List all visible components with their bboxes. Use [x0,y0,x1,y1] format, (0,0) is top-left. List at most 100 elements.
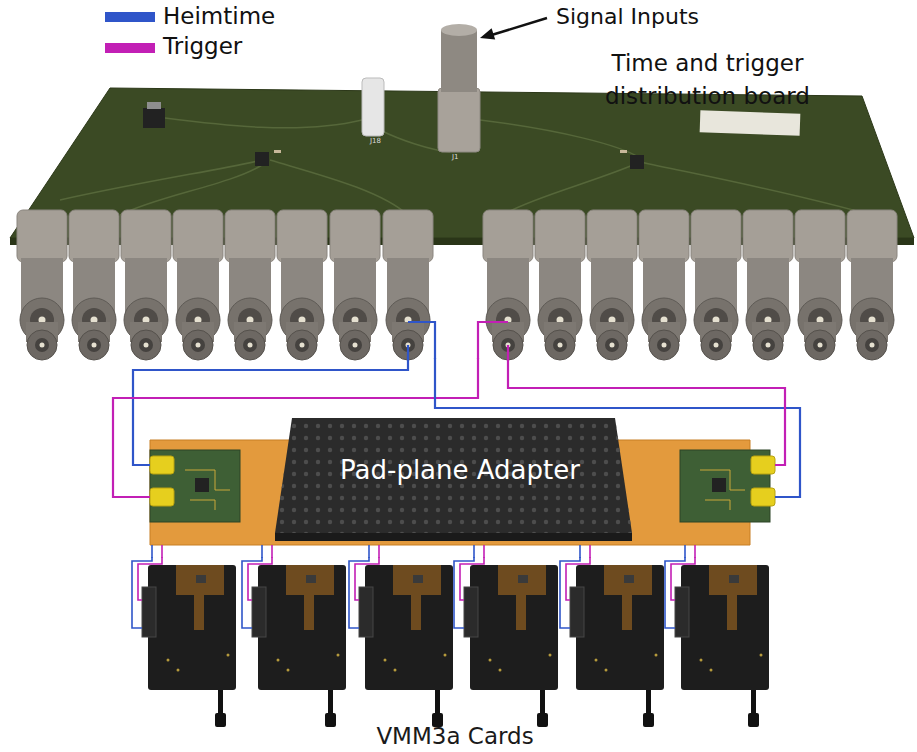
signal-wire [473,545,475,558]
signal-wire [378,545,380,558]
pad-plane-holes [275,418,632,533]
signal-wire [151,545,153,558]
signal-wire [589,545,591,558]
card-wire [460,557,484,600]
bnc-connector [639,210,689,360]
cards-caption: VMM3a Cards [130,722,780,750]
signal-wire [435,358,800,497]
legend-label: Heimtime [163,3,275,31]
signal-wire [113,358,478,497]
vmm-card [142,565,236,727]
pcb-trace [270,160,408,215]
regulator-tab [147,102,161,109]
pcb-trace [165,118,362,128]
bnc-connector [225,210,275,360]
card-wire [349,557,369,628]
signal-wire [161,545,163,558]
signal-wire [579,545,581,558]
bnc-connector [743,210,793,360]
signal-wire [694,545,696,558]
adapter-region: Pad-plane Adapter [150,438,775,545]
card-wire [242,557,262,628]
vmm-card [570,565,664,727]
ic-chip [195,478,209,492]
ic-chip [630,155,644,169]
board-heading: Time and trigger distribution board [580,47,835,113]
legend-label: Trigger [163,33,242,61]
pad-plane-front [275,533,632,541]
sma-connector [751,456,775,474]
sma-connector [751,488,775,506]
header-connector [362,78,384,136]
card-wire [454,557,474,628]
board-region: Time and trigger distribution board [12,45,912,358]
pcb-sticker [700,110,801,135]
pcb-trace [60,160,262,200]
wire-stub [408,322,435,359]
signal-wire [261,545,263,558]
ic-chip [255,152,269,166]
pad-plane-block [275,418,632,533]
part-ref: J18 [370,137,381,145]
signal-wire [508,358,785,465]
board-trace [185,470,230,510]
regulator-chip [143,108,165,128]
sma-connector [150,456,174,474]
adapter-label: Pad-plane Adapter [290,454,630,486]
bnc-connector [69,210,119,360]
signal-wire [133,358,408,465]
input-connector-face [441,24,477,36]
bnc-connector [691,210,741,360]
bnc-connector [173,210,223,360]
card-wire [560,557,580,628]
signal-wire [368,545,370,558]
bnc-connector [277,210,327,360]
bnc-connector [330,210,380,360]
card-wire [132,557,152,628]
smd-resistor [620,150,627,153]
vmm-card [675,565,769,727]
input-connector-body [438,88,480,152]
bnc-connector [383,210,433,360]
card-wire [138,557,162,600]
pcb-trace [508,162,640,212]
callout-label: Signal Inputs [556,4,699,30]
callout-line [490,18,547,36]
bnc-connector [847,210,897,360]
callout-arrowhead [480,28,495,39]
card-wire [248,557,272,600]
vmm-card [359,565,453,727]
smd-resistor [274,150,281,153]
wire-stub [507,345,509,359]
legend-swatch [105,43,155,53]
vmm-card [252,565,346,727]
input-connector-barrel [441,30,477,92]
daughter-board [150,450,240,522]
vmm-card [464,565,558,727]
board-trace [700,470,745,510]
pcb-trace [640,162,860,212]
ic-chip [712,478,726,492]
bnc-connector [587,210,637,360]
pcb-trace [120,165,262,215]
legend-swatch [105,12,155,22]
signal-wire [483,545,485,558]
sma-connector [150,488,174,506]
card-wire [671,557,695,600]
cards-region: VMM3a Cards [130,558,780,748]
bnc-connector [121,210,171,360]
pcb-trace [480,120,640,158]
bnc-connector [483,210,533,360]
card-wire [355,557,379,600]
card-wire [566,557,590,600]
signal-wire [271,545,273,558]
wire-stub [407,345,409,359]
bnc-connector [535,210,585,360]
card-wire [665,557,685,628]
part-ref: J1 [452,153,459,161]
bnc-connector [17,210,67,360]
